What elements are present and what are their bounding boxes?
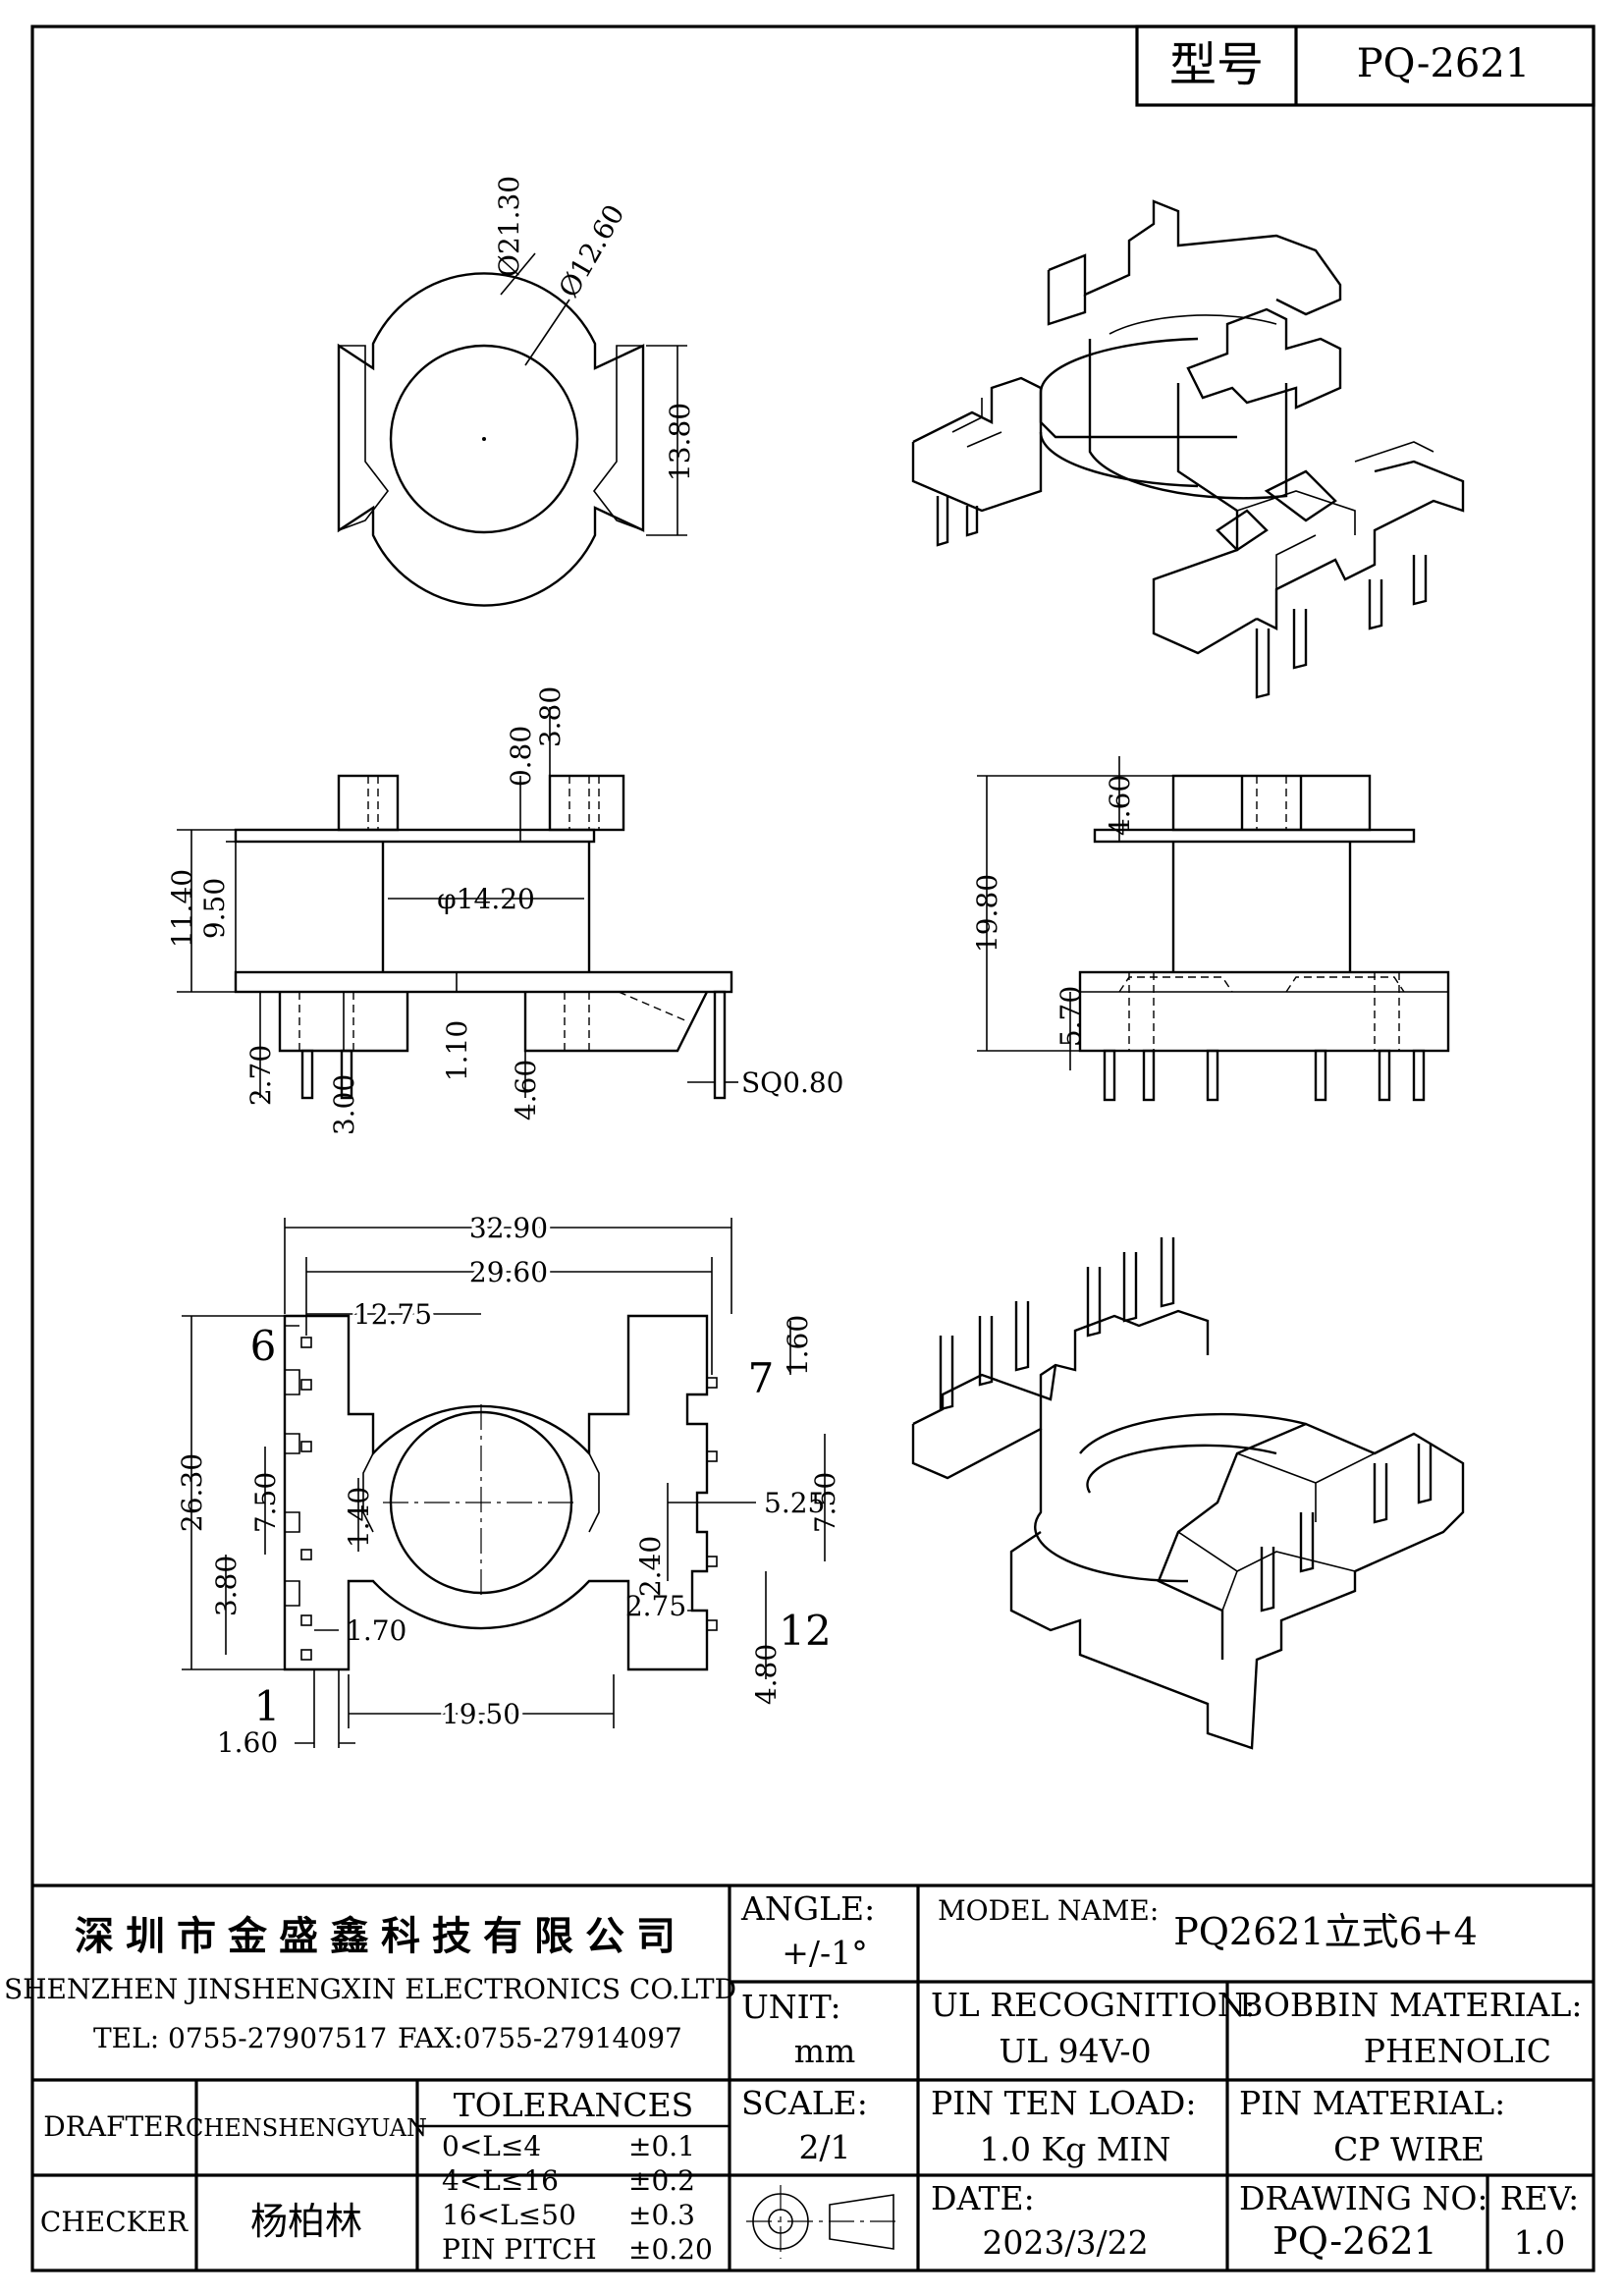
angle-value: +/-1° [782,1934,867,1972]
dim-bottom-right-c: 7.50 [809,1472,841,1533]
dim-bottom-total-height: 26.30 [176,1453,208,1532]
dim-side-pin-height: 5.70 [1055,986,1087,1047]
dim-front-top-gap: 0.80 [505,726,537,787]
side-view: 19.80 4.60 5.70 [971,756,1450,1102]
pin-label-1: 1 [254,1682,281,1730]
bottom-view: 32.90 29.60 12.75 26.30 7.50 3.80 1.40 1… [176,1208,841,1759]
dim-front-core-diameter: φ14.20 [437,883,535,915]
dim-front-flange: 1.10 [441,1020,473,1081]
drafter-value: CHENSHENGYUAN [186,2114,427,2142]
tolerance-range: 0<L≤4 [442,2130,541,2162]
dim-bottom-right-b: 5.25 [764,1487,825,1519]
header-type-label: 型号 [1169,37,1264,92]
header-box: 型号 PQ-2621 [1135,25,1596,107]
date-label: DATE: [931,2179,1035,2217]
company-tel: TEL: 0755-27907517 [93,2022,387,2054]
company-name-cn: 深圳市金盛鑫科技有限公司 [75,1914,687,1959]
header-model: PQ-2621 [1357,41,1530,86]
dim-side-total-height: 19.80 [971,874,1003,953]
checker-label: CHECKER [40,2206,189,2238]
drawing-no-value: PQ-2621 [1272,2219,1437,2263]
date-value: 2023/3/22 [982,2223,1148,2262]
pin-material-label: PIN MATERIAL: [1239,2084,1505,2122]
pin-label-12: 12 [779,1607,831,1655]
dim-front-body-height: 9.50 [198,878,231,939]
bobbin-value: PHENOLIC [1364,2032,1551,2070]
unit-value: mm [794,2032,856,2070]
model-name-label: MODEL NAME: [938,1894,1159,1927]
tolerance-value: ±0.1 [628,2130,695,2162]
dim-bottom-pitch-e: 1.60 [217,1726,278,1759]
front-view: 11.40 9.50 0.80 3.80 φ14.20 2.70 3.00 1.… [166,686,843,1135]
ul-label: UL RECOGNITION: [931,1986,1256,2024]
dim-bottom-right-e: 2.75 [625,1590,686,1622]
scale-label: SCALE: [741,2084,868,2122]
dim-bottom-right-f: 4.80 [750,1644,783,1705]
drafter-label: DRAFTER [43,2110,185,2143]
dim-side-top-height: 4.60 [1104,775,1136,836]
dim-front-pin-gap: 4.60 [510,1060,542,1121]
scale-value: 2/1 [798,2128,850,2166]
title-block: 深圳市金盛鑫科技有限公司 SHENZHEN JINSHENGXIN ELECTR… [4,1884,1594,2270]
outer-frame [30,25,1596,2272]
model-name-value: PQ2621立式6+4 [1173,1910,1478,1953]
top-view: Ø21.30 Ø12.60 13.80 [337,176,696,607]
top-view-inner-circle [389,344,579,534]
dim-front-total-height: 11.40 [166,869,198,948]
rev-value: 1.0 [1514,2223,1565,2262]
dim-bottom-right-a: 1.60 [782,1315,814,1376]
projection-symbol [746,2185,898,2259]
company-name-en: SHENZHEN JINSHENGXIN ELECTRONICS CO.LTD [4,1973,736,2005]
dim-bottom-pitch-c: 1.40 [343,1487,375,1548]
tolerances-label: TOLERANCES [454,2086,694,2124]
dim-bottom-pitch-b: 3.80 [210,1556,243,1616]
tolerance-value: ±0.2 [628,2164,695,2197]
drawing-no-label: DRAWING NO: [1239,2179,1488,2217]
dim-bottom-slot-width: 19.50 [442,1698,520,1730]
pin-load-value: 1.0 Kg MIN [980,2130,1171,2168]
isometric-view-bottom [911,1237,1465,1750]
dim-bottom-pitch-d: 1.70 [346,1614,406,1647]
dim-bottom-left-width: 12.75 [353,1298,432,1331]
unit-label: UNIT: [741,1988,841,2026]
dim-top-inner-diameter: Ø12.60 [552,199,630,303]
dim-top-outer-diameter: Ø21.30 [493,176,525,277]
dim-top-height: 13.80 [664,403,696,481]
pin-material-value: CP WIRE [1333,2130,1485,2168]
tolerance-value: ±0.20 [628,2233,713,2266]
angle-label: ANGLE: [740,1889,875,1928]
dim-front-top-height: 3.80 [534,686,567,747]
company-fax: FAX:0755-27914097 [398,2022,682,2054]
tolerance-range: 16<L≤50 [442,2199,576,2231]
tolerances-table: 0<L≤4 ±0.1 4<L≤16 ±0.2 16<L≤50 ±0.3 PIN … [442,2130,713,2266]
tolerance-range: PIN PITCH [442,2233,597,2266]
tolerance-value: ±0.3 [628,2199,695,2231]
pin-load-label: PIN TEN LOAD: [931,2084,1196,2122]
pin-label-7: 7 [748,1354,775,1402]
dim-bottom-pitch-a: 7.50 [249,1472,282,1533]
rev-label: REV: [1500,2179,1580,2217]
pin-label-6: 6 [250,1322,277,1370]
isometric-view-top [911,199,1465,699]
dim-front-base: 3.00 [328,1074,360,1135]
dim-bottom-right-d: 2.40 [634,1536,667,1597]
dim-bottom-pin-width: 29.60 [469,1256,548,1288]
dim-front-pin-length: 2.70 [244,1045,277,1106]
bobbin-label: BOBBIN MATERIAL: [1239,1986,1582,2024]
ul-value: UL 94V-0 [999,2032,1151,2070]
dim-bottom-total-width: 32.90 [469,1212,548,1244]
tolerance-range: 4<L≤16 [442,2164,559,2197]
dim-front-pin-square: SQ0.80 [741,1066,843,1099]
checker-value: 杨柏林 [250,2200,362,2243]
